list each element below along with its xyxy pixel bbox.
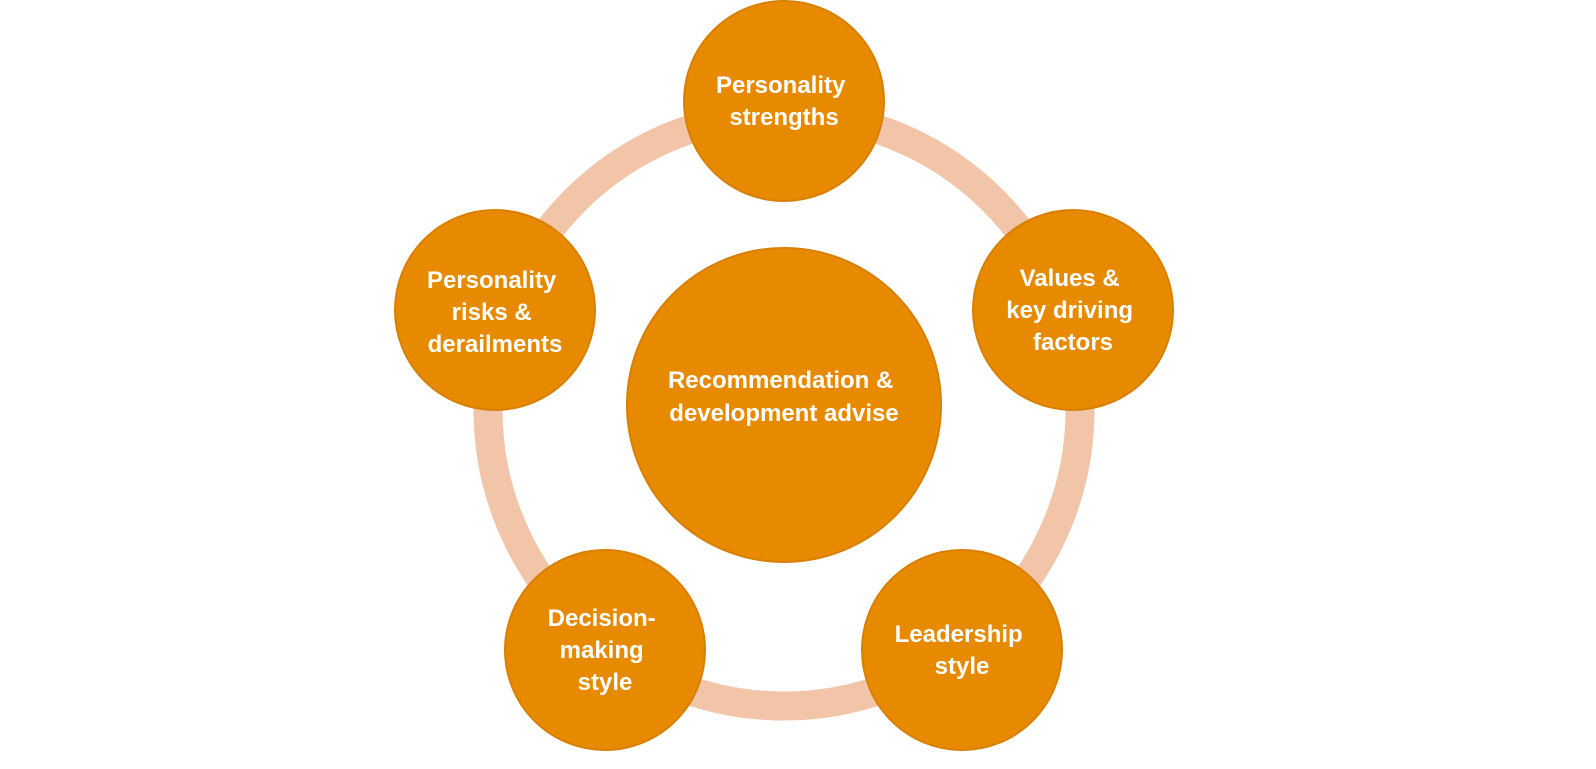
node-label: Values & key driving factors xyxy=(1006,265,1139,356)
node-label-line: style xyxy=(935,653,990,680)
node-label-line: style xyxy=(578,669,633,696)
center-label: Recommendation & development advise xyxy=(668,367,900,427)
node-label-line: making xyxy=(560,637,644,664)
node-label: Decision- making style xyxy=(548,605,663,696)
node-label-line: Personality xyxy=(427,267,557,294)
node-label-line: Leadership xyxy=(895,621,1023,648)
center-node: Recommendation & development advise xyxy=(626,247,942,563)
node-circle xyxy=(972,209,1174,411)
node-label-line: factors xyxy=(1033,329,1113,356)
node-personality-risks-derailments: Personality risks & derailments xyxy=(394,209,596,411)
node-label: Leadership style xyxy=(895,621,1030,680)
node-values-key-driving-factors: Values & key driving factors xyxy=(972,209,1174,411)
node-label-line: Values & xyxy=(1020,265,1120,292)
node-circle xyxy=(504,549,706,751)
node-circle xyxy=(683,0,885,202)
node-circle xyxy=(861,549,1063,751)
node-label: Personality risks & derailments xyxy=(427,267,563,358)
center-label-line: Recommendation & xyxy=(668,367,893,394)
node-leadership-style: Leadership style xyxy=(861,549,1063,751)
center-label-line: development advise xyxy=(669,400,898,427)
node-label-line: risks & xyxy=(452,299,532,326)
node-label-line: Decision- xyxy=(548,605,656,632)
node-decision-making-style: Decision- making style xyxy=(504,549,706,751)
node-circle xyxy=(394,209,596,411)
node-personality-strengths: Personality strengths xyxy=(683,0,885,202)
center-circle xyxy=(626,247,942,563)
node-label-line: key driving xyxy=(1006,297,1133,324)
node-label-line: strengths xyxy=(729,104,838,131)
node-label-line: derailments xyxy=(428,331,563,358)
node-label-line: Personality xyxy=(716,72,846,99)
node-label: Personality strengths xyxy=(716,72,852,131)
